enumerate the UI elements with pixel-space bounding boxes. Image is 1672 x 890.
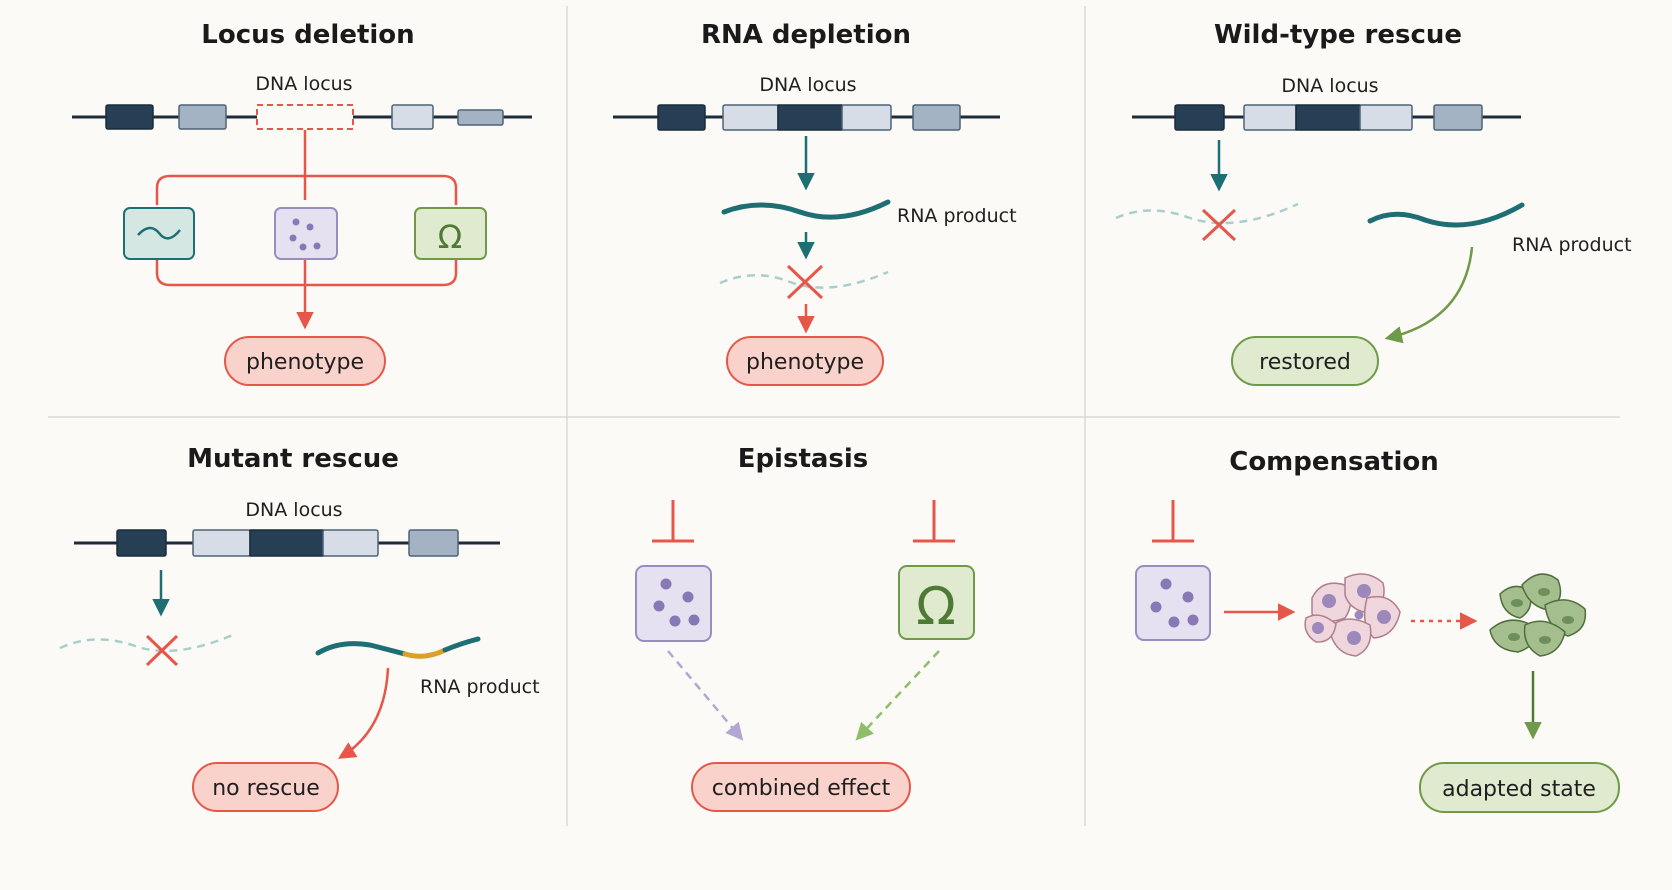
- panel-title: Epistasis: [738, 444, 869, 474]
- mutant-rna-strand: [315, 636, 481, 659]
- dna-locus-label: DNA locus: [255, 73, 352, 95]
- outcome-label: combined effect: [712, 776, 891, 801]
- degraded-rna-strand: [719, 270, 889, 289]
- panel-title: Locus deletion: [201, 20, 414, 50]
- rna-wave-icon: [123, 207, 195, 260]
- knockdown-cross-icon: [145, 634, 179, 667]
- outcome-label: phenotype: [746, 350, 864, 375]
- svg-text:Ω: Ω: [438, 218, 462, 256]
- rescue-rna-strand: [1367, 202, 1525, 228]
- rna-product-label: RNA product: [897, 205, 1017, 227]
- protein-dots-icon: [635, 565, 712, 642]
- omega-icon: Ω: [414, 207, 487, 260]
- outcome-pill: phenotype: [224, 336, 386, 386]
- protein-dots-icon: [274, 207, 338, 260]
- dna-locus-label: DNA locus: [245, 499, 342, 521]
- degraded-rna-strand: [1115, 202, 1299, 225]
- protein-dots-icon: [1135, 565, 1211, 641]
- failed-rescue-arrow: [338, 667, 390, 759]
- panel-rna-depletion: RNA depletion DNA locus RNA product phen…: [613, 20, 1017, 386]
- svg-text:Ω: Ω: [916, 577, 956, 637]
- outcome-pill: combined effect: [691, 762, 911, 812]
- inhibition-icon: [652, 500, 694, 543]
- rescue-arrow: [1384, 246, 1474, 344]
- degraded-rna-strand: [59, 632, 236, 653]
- dna-locus-label: DNA locus: [1281, 75, 1378, 97]
- rna-strand: [721, 199, 891, 220]
- outcome-pill: restored: [1231, 336, 1379, 386]
- panel-title: RNA depletion: [701, 20, 911, 50]
- cell-cluster-icon: [1304, 573, 1401, 657]
- outcome-label: restored: [1259, 350, 1351, 375]
- panel-title: Compensation: [1229, 447, 1439, 477]
- outcome-pill: adapted state: [1419, 762, 1620, 813]
- panel-locus-deletion: Locus deletion DNA locus: [72, 20, 532, 386]
- panel-compensation: Compensation: [1135, 447, 1620, 813]
- rna-product-label: RNA product: [1512, 234, 1632, 256]
- rna-product-label: RNA product: [420, 676, 540, 698]
- adapted-cell-cluster-icon: [1489, 573, 1587, 657]
- dna-locus: [74, 529, 500, 557]
- knockdown-cross-icon: [1201, 208, 1237, 242]
- knockdown-cross-icon: [786, 264, 824, 300]
- dna-locus: [72, 104, 532, 130]
- omega-icon: Ω: [898, 565, 975, 640]
- outcome-pill: no rescue: [192, 762, 339, 812]
- deletion-effect-bracket: [155, 130, 458, 330]
- panel-title: Mutant rescue: [187, 444, 399, 474]
- inhibition-icon: [1152, 500, 1194, 543]
- dna-locus: [613, 104, 1000, 131]
- dna-locus-label: DNA locus: [759, 74, 856, 96]
- interaction-arrow: [667, 650, 744, 741]
- panel-title: Wild-type rescue: [1214, 20, 1462, 50]
- outcome-label: phenotype: [246, 350, 364, 375]
- dna-locus: [1132, 104, 1521, 131]
- panel-wild-type-rescue: Wild-type rescue DNA locus RNA product r…: [1115, 20, 1632, 386]
- panel-epistasis: Epistasis Ω combined effect: [635, 444, 975, 812]
- interaction-arrow: [855, 650, 940, 741]
- outcome-pill: phenotype: [726, 336, 884, 386]
- panel-mutant-rescue: Mutant rescue DNA locus RNA product no r…: [59, 444, 540, 812]
- outcome-label: no rescue: [212, 776, 320, 801]
- deleted-region: [256, 104, 354, 130]
- outcome-label: adapted state: [1442, 777, 1596, 802]
- inhibition-icon: [913, 500, 955, 543]
